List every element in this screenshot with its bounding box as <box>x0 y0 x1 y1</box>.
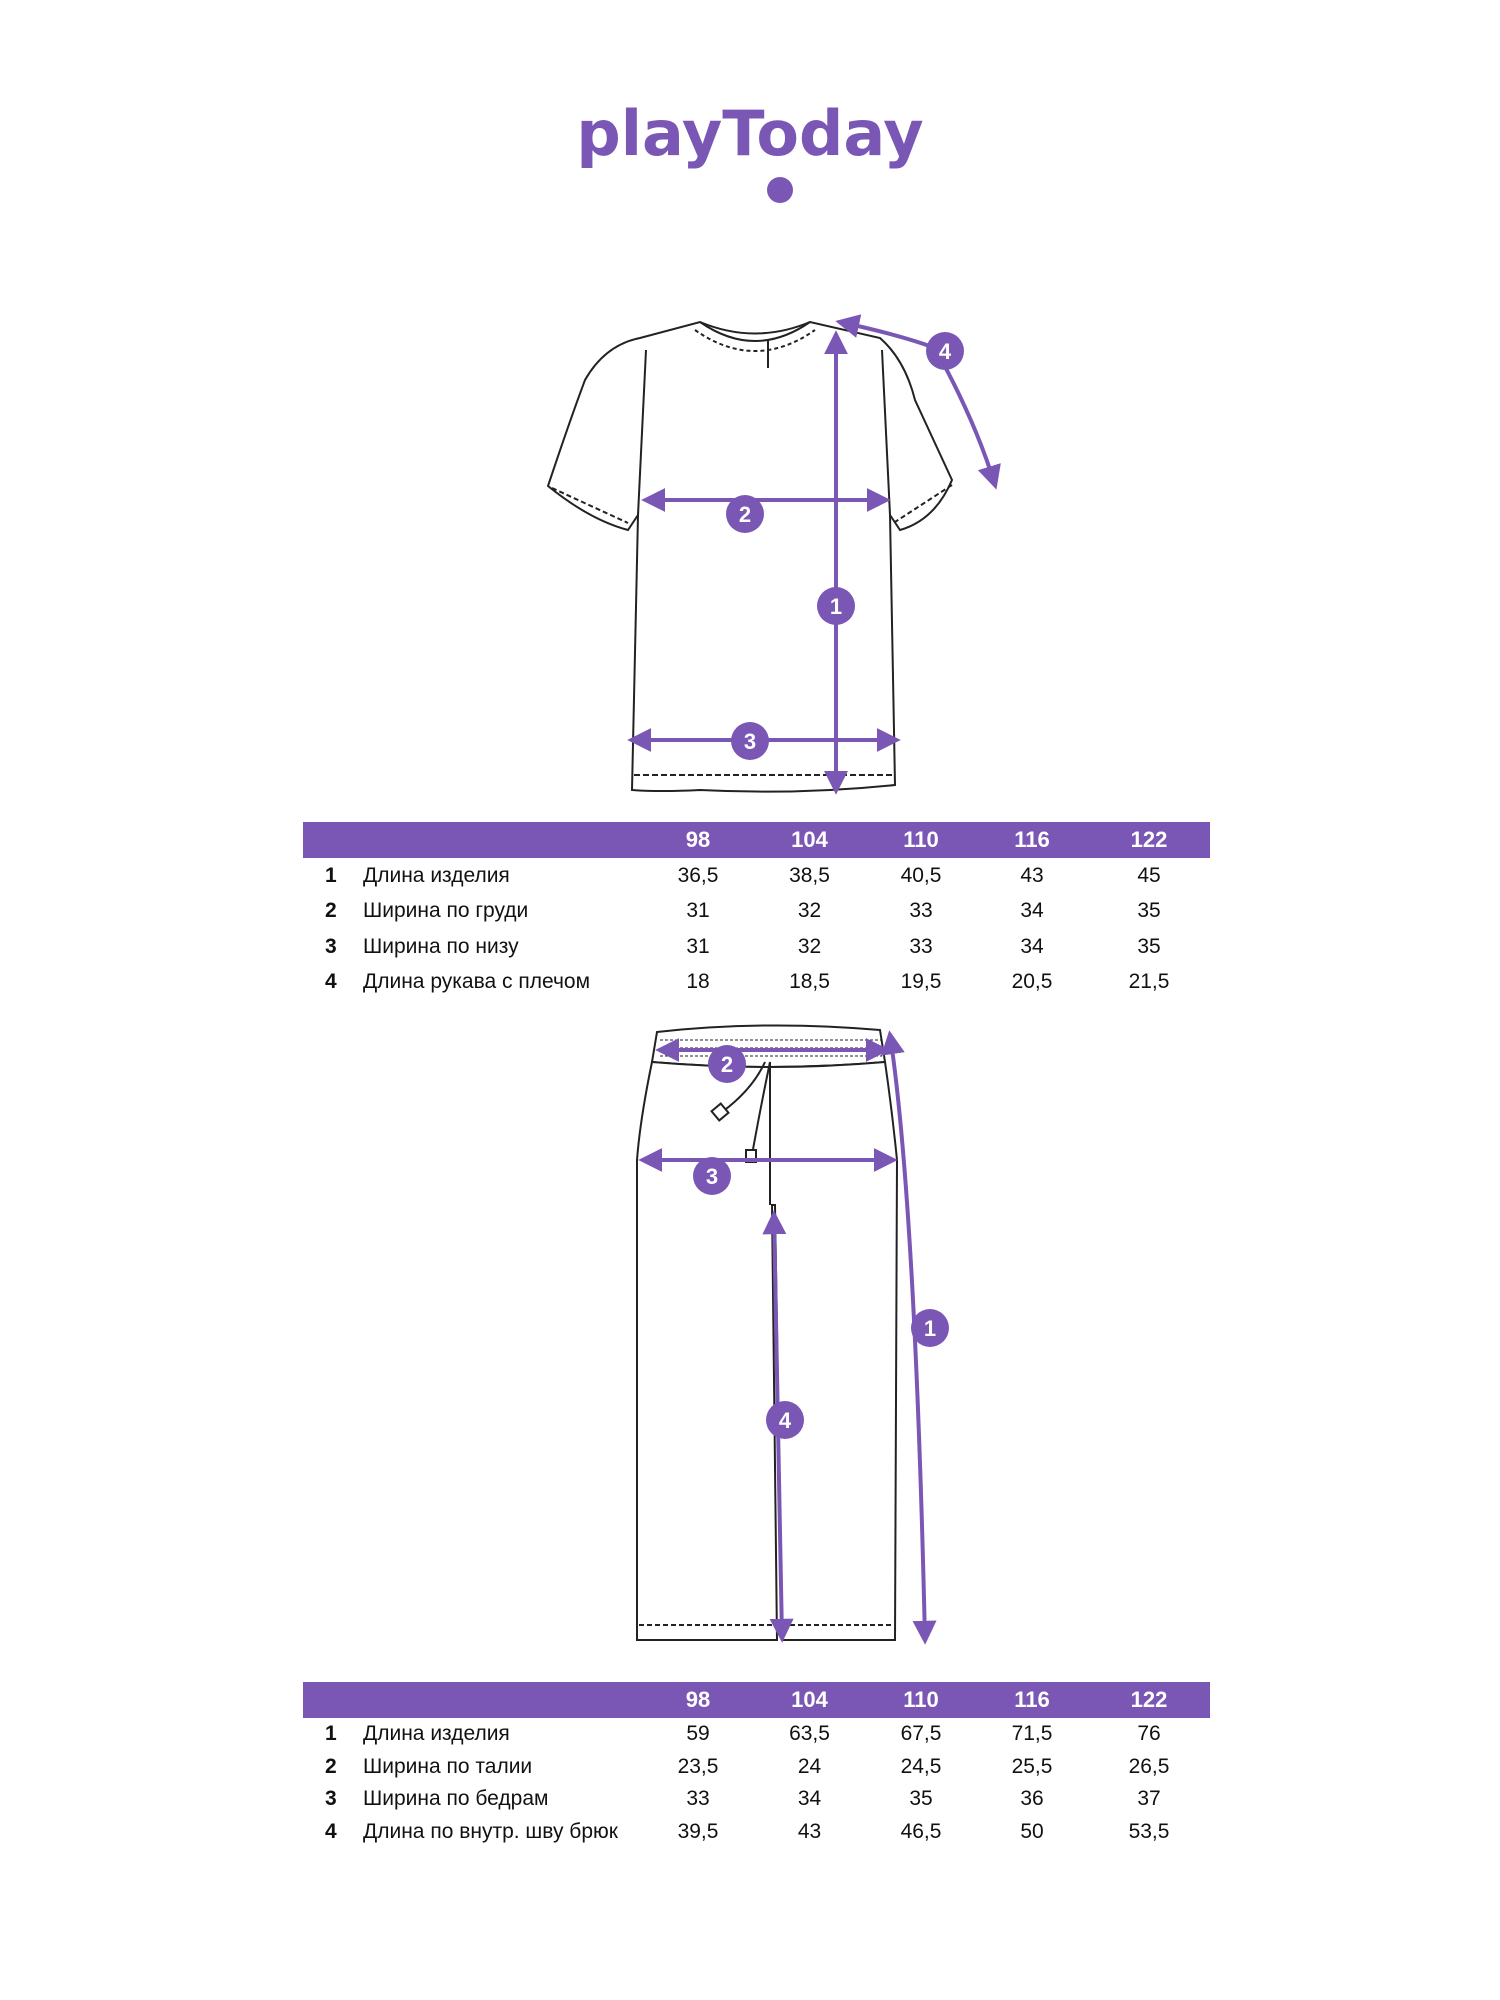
size-header: 104 <box>753 822 866 858</box>
size-header: 110 <box>866 822 976 858</box>
tshirt-callout-4: 4 <box>926 332 964 370</box>
pants-sketch: 1 2 3 4 <box>0 1010 1500 1670</box>
size-header: 104 <box>753 1682 866 1718</box>
tshirt-sketch: 1 2 3 4 <box>0 300 1500 820</box>
playtoday-logo: playToday <box>576 97 924 203</box>
svg-text:2: 2 <box>721 1052 733 1077</box>
svg-text:3: 3 <box>706 1164 718 1189</box>
size-header: 98 <box>643 822 753 858</box>
table-row: 4 Длина рукава с плечом 18 18,5 19,5 20,… <box>325 970 1170 994</box>
pants-table-header: 98 104 110 116 122 <box>303 1682 1210 1718</box>
tshirt-callout-2: 2 <box>726 495 764 533</box>
svg-text:1: 1 <box>830 594 842 619</box>
size-header: 110 <box>866 1682 976 1718</box>
size-header: 122 <box>1088 822 1210 858</box>
svg-text:1: 1 <box>924 1316 936 1341</box>
table-row: 2 Ширина по груди 31 32 33 34 35 <box>325 899 1161 923</box>
table-row: 1 Длина изделия 36,5 38,5 40,5 43 45 <box>325 863 1161 887</box>
table-row: 3 Ширина по низу 31 32 33 34 35 <box>325 934 1161 958</box>
table-row: 2 Ширина по талии 23,5 24 24,5 25,5 26,5 <box>325 1754 1170 1778</box>
pants-callouts: 1 2 3 4 <box>693 1045 949 1439</box>
pants-callout-1: 1 <box>911 1309 949 1347</box>
svg-text:4: 4 <box>779 1408 792 1433</box>
brand-logo: playToday <box>0 95 1500 215</box>
table-row: 3 Ширина по бедрам 33 34 35 36 37 <box>325 1787 1161 1811</box>
size-header: 98 <box>643 1682 753 1718</box>
tshirt-callout-1: 1 <box>817 587 855 625</box>
size-header: 116 <box>976 1682 1088 1718</box>
pants-callout-3: 3 <box>693 1157 731 1195</box>
tshirt-size-table: 98 104 110 116 122 1 Длина изделия 36,5 … <box>303 822 1210 1000</box>
tshirt-drawing: 1 2 3 4 <box>546 314 1001 795</box>
tshirt-outline <box>546 320 954 793</box>
svg-text:2: 2 <box>739 502 751 527</box>
pants-callout-4: 4 <box>766 1401 804 1439</box>
svg-text:4: 4 <box>939 339 952 364</box>
tshirt-callout-3: 3 <box>731 722 769 760</box>
logo-dot <box>767 177 793 203</box>
size-header: 116 <box>976 822 1088 858</box>
logo-text: playToday <box>576 97 923 170</box>
tshirt-table-header: 98 104 110 116 122 <box>303 822 1210 858</box>
table-row: 1 Длина изделия 59 63,5 67,5 71,5 76 <box>325 1722 1161 1746</box>
pants-outline <box>636 1024 899 1641</box>
pants-size-table: 98 104 110 116 122 1 Длина изделия 59 63… <box>303 1682 1210 1848</box>
pants-drawing: 1 2 3 4 <box>636 1024 949 1645</box>
svg-text:3: 3 <box>744 729 756 754</box>
table-row: 4 Длина по внутр. шву брюк 39,5 43 46,5 … <box>325 1819 1170 1843</box>
tshirt-callouts: 1 2 3 4 <box>726 332 964 760</box>
pants-measure-lines <box>638 1030 937 1645</box>
size-header: 122 <box>1088 1682 1210 1718</box>
pants-callout-2: 2 <box>708 1045 746 1083</box>
